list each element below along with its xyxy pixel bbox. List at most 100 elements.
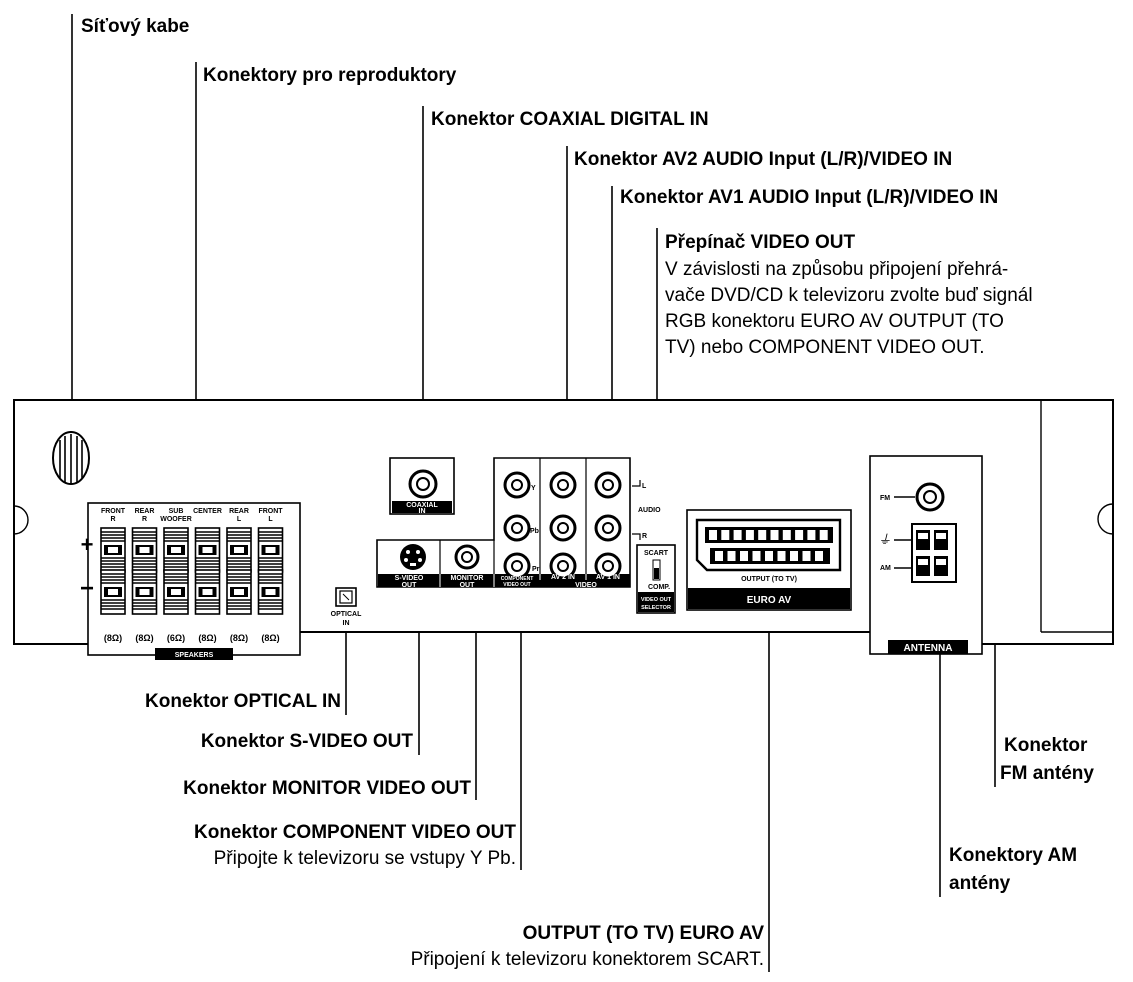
optical-label-2: IN <box>343 620 350 627</box>
speaker-impedance-label: (8Ω) <box>104 633 122 643</box>
speaker-terminal-plus <box>100 527 126 573</box>
speaker-channel-top-label: FRONT <box>101 508 126 515</box>
fm-label: FM <box>880 495 890 502</box>
speaker-impedance-label: (6Ω) <box>167 633 185 643</box>
speaker-channel-bottom-label: L <box>237 516 242 523</box>
antenna-label: ANTENNA <box>904 643 953 654</box>
euro-av-scart-connector: OUTPUT (TO TV) EURO AV <box>686 509 852 611</box>
am-label: AM <box>880 565 891 572</box>
speaker-channel-top-label: SUB <box>169 508 184 515</box>
speaker-terminal-minus <box>257 569 284 615</box>
video-out-switch-desc-4: TV) nebo COMPONENT VIDEO OUT. <box>665 337 985 358</box>
switch-scart-label: SCART <box>644 550 669 557</box>
speaker-terminal-minus <box>100 569 126 615</box>
switch-footer-1: VIDEO OUT <box>641 597 672 603</box>
label-monitor-video-out: Konektor MONITOR VIDEO OUT <box>183 778 471 799</box>
label-component-video-out: Konektor COMPONENT VIDEO OUT <box>194 822 516 843</box>
video-out-selector-switch[interactable]: SCART COMP. VIDEO OUT SELECTOR <box>636 544 676 614</box>
antenna-connector-block: FM ⏚ AM ANTENNA <box>869 455 983 655</box>
component-video-out-desc: Připojte k televizoru se vstupy Y Pb. <box>214 848 516 869</box>
ground-icon: ⏚ <box>878 533 891 548</box>
label-am-antenna-2: antény <box>949 873 1011 894</box>
speaker-terminal-minus <box>163 569 189 615</box>
video-out-switch-desc-2: vače DVD/CD k televizoru zvolte buď sign… <box>665 285 1033 306</box>
speaker-channel-top-label: CENTER <box>193 508 222 515</box>
rca-jack <box>594 471 622 499</box>
speaker-impedance-label: (8Ω) <box>261 633 279 643</box>
av2-label: AV 2 IN <box>551 574 575 581</box>
rca-jack <box>549 471 577 499</box>
video-out-switch-desc-3: RGB konektoru EURO AV OUTPUT (TO <box>665 311 1004 332</box>
speakers-footer-label: SPEAKERS <box>175 652 214 659</box>
coaxial-label-2: IN <box>419 508 426 515</box>
speaker-channel-bottom-label: R <box>110 516 115 523</box>
label-av2-input: Konektor AV2 AUDIO Input (L/R)/VIDEO IN <box>574 149 952 170</box>
rca-jack <box>594 514 622 542</box>
video-connector-block: S-VIDEO OUT MONITOR OUT Y Pb Pr COMPONEN… <box>376 457 661 589</box>
video-out-switch-desc-1: V závislosti na způsobu připojení přehrá… <box>665 259 1008 280</box>
speaker-channel-top-label: REAR <box>229 508 249 515</box>
coaxial-label-1: COAXIAL <box>406 502 438 509</box>
label-power-cable: Síťový kabe <box>81 16 189 37</box>
component-label-2: VIDEO OUT <box>503 582 531 588</box>
coaxial-in-connector: COAXIAL IN <box>389 457 455 515</box>
euro-av-label: EURO AV <box>747 595 792 606</box>
label-fm-antenna-2: FM antény <box>1000 763 1094 784</box>
speaker-terminal-plus <box>226 527 252 573</box>
label-s-video-out: Konektor S-VIDEO OUT <box>201 731 414 752</box>
label-euro-av: OUTPUT (TO TV) EURO AV <box>523 923 765 944</box>
monitor-label-2: OUT <box>460 582 476 589</box>
audio-l-label: L <box>642 483 647 490</box>
speaker-terminal-plus <box>163 527 189 573</box>
comp-y-label: Y <box>531 485 536 492</box>
speaker-plus-sign: + <box>81 532 94 557</box>
speaker-channel-bottom-label: R <box>142 516 147 523</box>
speaker-terminal-minus <box>194 569 221 615</box>
speaker-impedance-label: (8Ω) <box>135 633 153 643</box>
rca-jack <box>503 514 531 542</box>
power-cable-grommet <box>52 431 90 485</box>
speaker-impedance-label: (8Ω) <box>198 633 216 643</box>
switch-comp-label: COMP. <box>648 584 670 591</box>
speaker-minus-sign: − <box>80 575 94 602</box>
speaker-terminal-minus <box>131 569 158 615</box>
audio-r-label: R <box>642 533 647 540</box>
speaker-channel-bottom-label: L <box>268 516 273 523</box>
rca-jack <box>549 514 577 542</box>
rca-jack <box>594 552 622 580</box>
speaker-terminal-minus <box>226 569 252 615</box>
speaker-channel-top-label: FRONT <box>258 508 283 515</box>
label-video-out-switch: Přepínač VIDEO OUT <box>665 232 855 253</box>
label-am-antenna-1: Konektory AM <box>949 845 1077 866</box>
speaker-channel-top-label: REAR <box>135 508 155 515</box>
av1-label: AV 1 IN <box>596 574 620 581</box>
speaker-channel-bottom-label: WOOFER <box>160 516 192 523</box>
video-label: VIDEO <box>575 582 597 589</box>
speaker-terminal-plus <box>257 527 284 573</box>
audio-label: AUDIO <box>638 507 661 514</box>
label-coaxial-in: Konektor COAXIAL DIGITAL IN <box>431 109 709 130</box>
comp-pr-label: Pr <box>532 566 540 573</box>
optical-in-connector: OPTICAL IN <box>331 587 362 627</box>
speaker-terminal-plus <box>194 527 221 573</box>
s-video-label-2: OUT <box>402 582 418 589</box>
euro-output-label: OUTPUT (TO TV) <box>741 576 797 583</box>
component-label-1: COMPONENT <box>501 576 534 582</box>
rca-jack <box>503 471 531 499</box>
label-av1-input: Konektor AV1 AUDIO Input (L/R)/VIDEO IN <box>620 187 998 208</box>
rca-jack <box>549 552 577 580</box>
optical-label-1: OPTICAL <box>331 611 362 618</box>
label-speaker-connectors: Konektory pro reproduktory <box>203 65 457 86</box>
comp-pb-label: Pb <box>530 528 539 535</box>
switch-footer-2: SELECTOR <box>641 605 671 611</box>
rca-jack <box>503 552 531 580</box>
label-optical-in: Konektor OPTICAL IN <box>145 691 341 712</box>
monitor-label-1: MONITOR <box>451 575 484 582</box>
speaker-impedance-label: (8Ω) <box>230 633 248 643</box>
euro-av-desc: Připojení k televizoru konektorem SCART. <box>411 949 764 970</box>
s-video-label-1: S-VIDEO <box>395 575 424 582</box>
speaker-terminal-plus <box>131 527 158 573</box>
label-fm-antenna-1: Konektor <box>1004 735 1088 756</box>
